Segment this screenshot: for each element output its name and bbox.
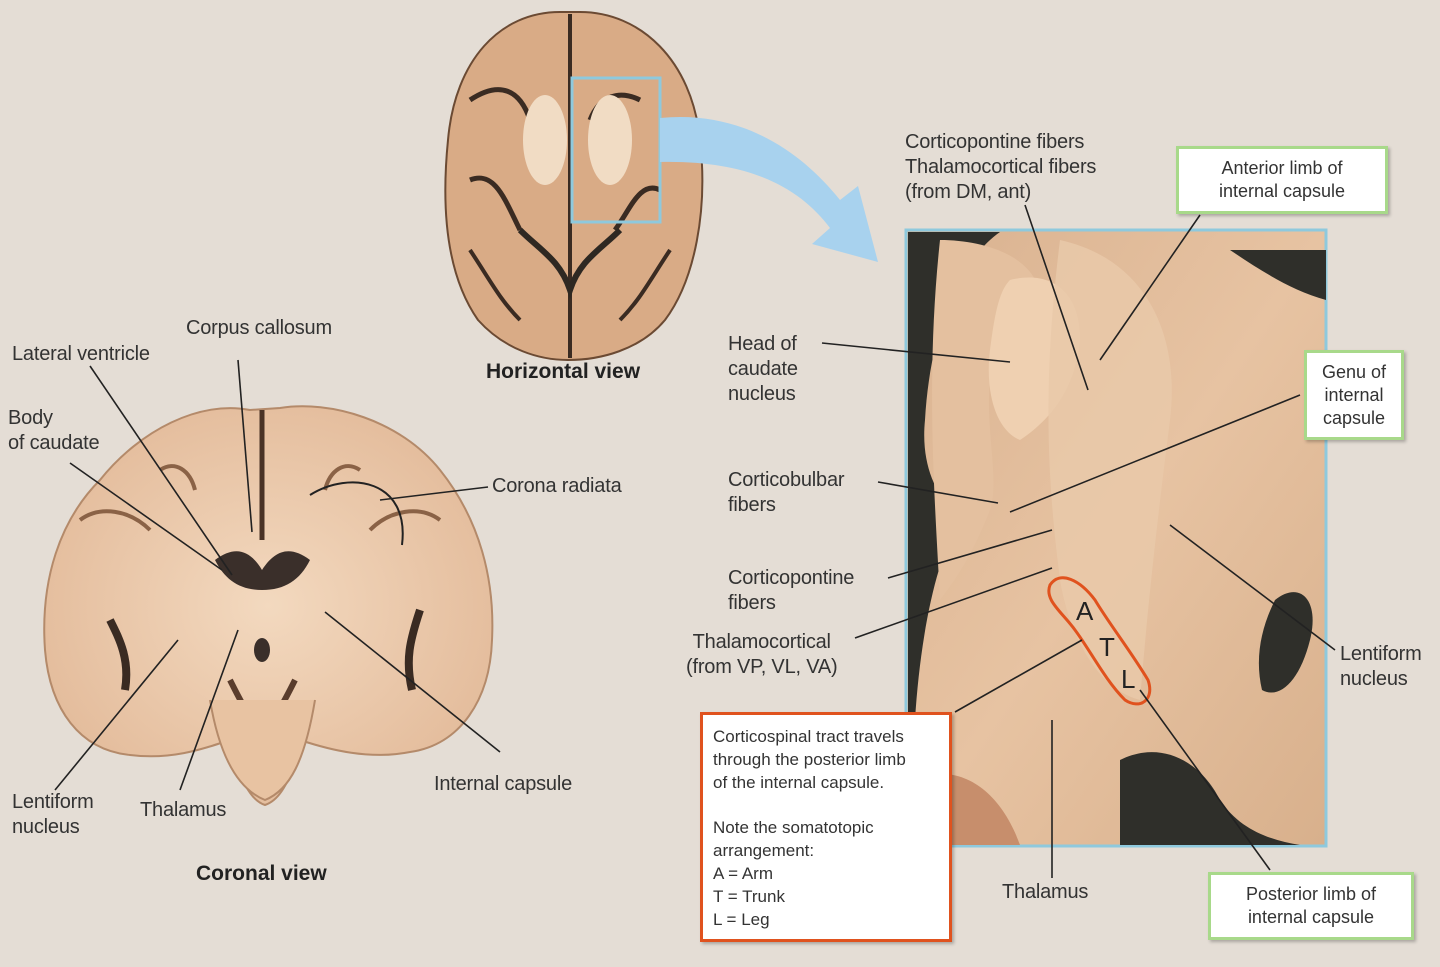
label-corona-radiata: Corona radiata xyxy=(492,475,622,497)
coronal-view-title: Coronal view xyxy=(196,862,327,885)
label-corticopontine-thalamocortical-fibers: Corticopontine fibers Thalamocortical fi… xyxy=(905,131,1097,203)
horizontal-view-title: Horizontal view xyxy=(486,360,641,383)
label-detail-thalamus: Thalamus xyxy=(1002,881,1089,903)
label-corticopontine-fibers: Corticopontine fibers xyxy=(728,567,855,614)
detail-section-image xyxy=(904,228,1328,848)
somatotopy-a: A xyxy=(1076,596,1094,626)
corticospinal-note-box: Corticospinal tract travels through the … xyxy=(700,712,952,942)
label-head-of-caudate: Head of caudate nucleus xyxy=(728,333,798,405)
label-lateral-ventricle: Lateral ventricle xyxy=(12,343,150,365)
label-corpus-callosum: Corpus callosum xyxy=(186,317,332,339)
label-internal-capsule: Internal capsule xyxy=(434,773,573,795)
leader-lines xyxy=(54,204,1336,878)
note-text-1: Corticospinal tract travels through the … xyxy=(713,727,906,792)
somatotopy-t: T xyxy=(1099,632,1115,662)
label-coronal-thalamus: Thalamus xyxy=(140,799,227,821)
genu-box: Genu of internal capsule xyxy=(1304,350,1404,440)
label-detail-lentiform-nucleus: Lentiform nucleus xyxy=(1340,643,1422,690)
posterior-limb-box: Posterior limb of internal capsule xyxy=(1208,872,1414,940)
note-text-2: Note the somatotopic arrangement: A = Ar… xyxy=(713,818,874,929)
horizontal-brain-image xyxy=(444,11,704,362)
zoom-arrow xyxy=(660,116,878,263)
anterior-limb-box: Anterior limb of internal capsule xyxy=(1176,146,1388,214)
coronal-brain-image xyxy=(43,405,494,807)
label-thalamocortical-vp-vl-va: Thalamocortical (from VP, VL, VA) xyxy=(686,631,838,678)
label-corticobulbar-fibers: Corticobulbar fibers xyxy=(728,469,845,516)
somatotopy-l: L xyxy=(1121,664,1136,694)
label-coronal-lentiform-nucleus: Lentiform nucleus xyxy=(12,791,94,838)
label-body-of-caudate: Body of caudate xyxy=(8,407,100,454)
